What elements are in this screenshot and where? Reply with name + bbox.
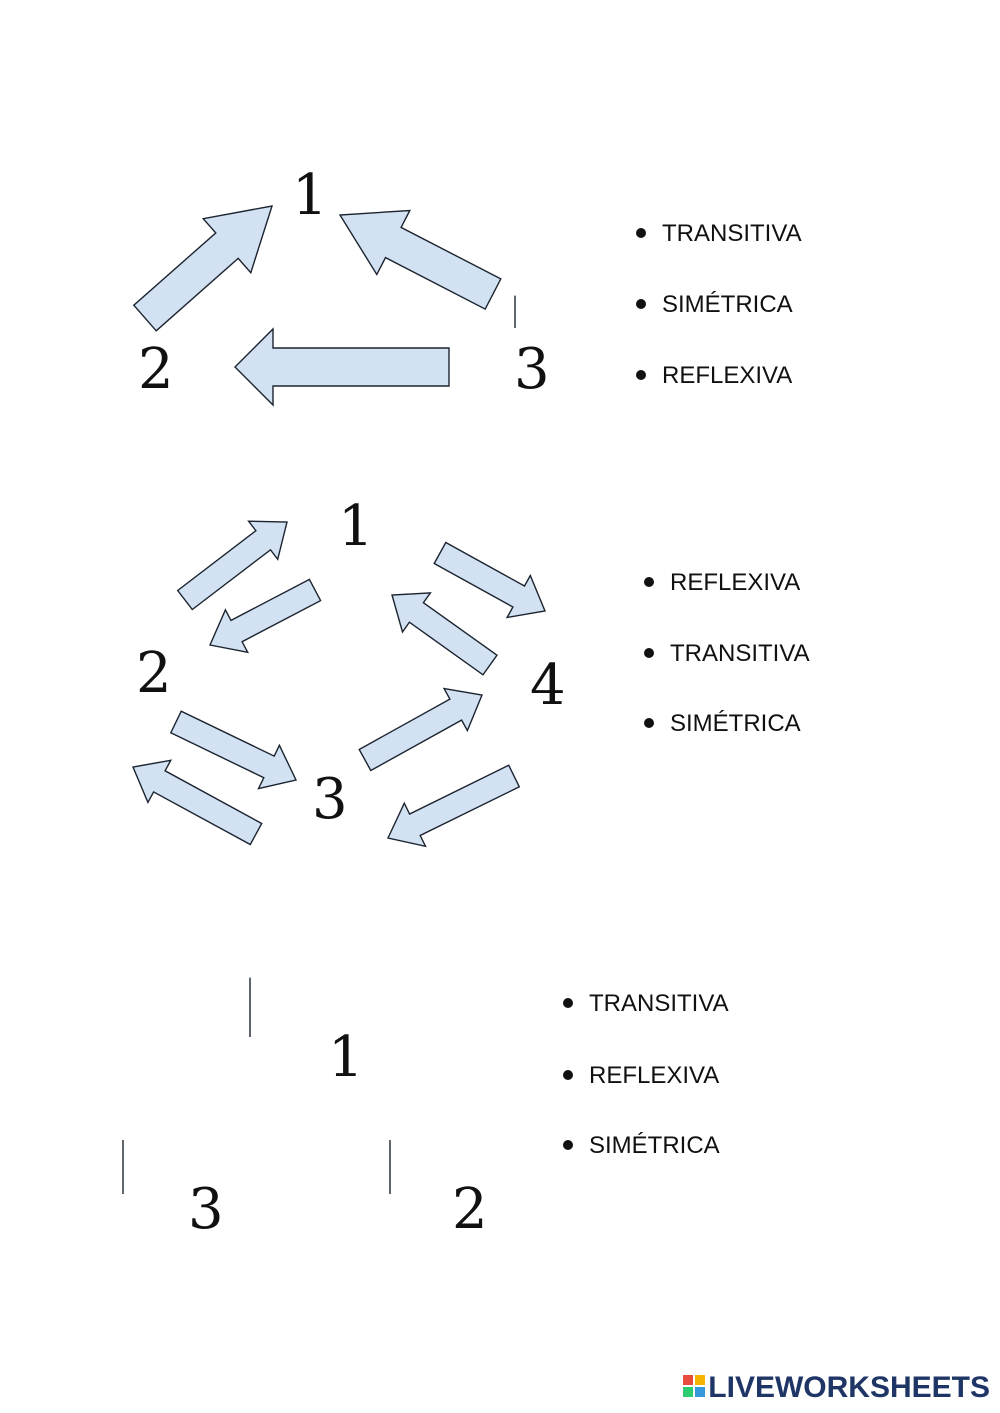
option-reflexiva[interactable]: REFLEXIVA bbox=[636, 362, 792, 390]
arrow-3-to-2 bbox=[132, 759, 263, 846]
node-label-1: 1 bbox=[328, 1025, 364, 1090]
node-label-3: 3 bbox=[312, 767, 348, 832]
arrow-3-to-4 bbox=[358, 687, 483, 772]
node-label-2: 2 bbox=[138, 337, 174, 402]
option-label: SIMÉTRICA bbox=[662, 291, 793, 318]
diagram-1: 1 2 3 bbox=[132, 163, 550, 407]
option-label: TRANSITIVA bbox=[662, 220, 802, 247]
bullet-icon bbox=[563, 997, 573, 1008]
bullet-icon bbox=[644, 647, 654, 658]
arrow-2-to-1 bbox=[176, 520, 288, 611]
arrow-3-to-2 bbox=[234, 327, 450, 407]
bullet-icon bbox=[636, 298, 646, 309]
diagram-2: 1 2 3 4 bbox=[132, 494, 566, 848]
option-simetrica[interactable]: SIMÉTRICA bbox=[636, 291, 793, 319]
node-label-1: 1 bbox=[292, 163, 328, 228]
arrow-1-to-2 bbox=[209, 578, 322, 654]
arrow-4-to-3 bbox=[386, 764, 521, 848]
bullet-icon bbox=[636, 369, 646, 380]
arrow-1-to-4 bbox=[433, 541, 546, 619]
option-transitiva[interactable]: TRANSITIVA bbox=[644, 640, 810, 668]
option-label: REFLEXIVA bbox=[662, 362, 793, 389]
node-label-2: 2 bbox=[452, 1177, 488, 1242]
node-label-3: 3 bbox=[514, 337, 550, 402]
node-label-1: 1 bbox=[338, 494, 374, 559]
brand-name: LIVEWORKSHEETS bbox=[708, 1371, 990, 1404]
option-label: TRANSITIVA bbox=[670, 640, 810, 667]
option-reflexiva[interactable]: REFLEXIVA bbox=[563, 1062, 719, 1090]
option-simetrica[interactable]: SIMÉTRICA bbox=[644, 710, 801, 738]
arrow-2-to-1 bbox=[132, 205, 274, 332]
arrow-3-to-1 bbox=[338, 209, 502, 311]
option-label: TRANSITIVA bbox=[589, 990, 729, 1017]
option-label: SIMÉTRICA bbox=[589, 1132, 720, 1159]
option-label: REFLEXIVA bbox=[589, 1062, 720, 1089]
liveworksheets-logo-icon bbox=[683, 1375, 706, 1398]
bullet-icon bbox=[636, 227, 646, 238]
node-label-2: 2 bbox=[136, 641, 172, 706]
bullet-icon bbox=[644, 576, 654, 587]
option-label: SIMÉTRICA bbox=[670, 710, 801, 737]
node-label-4: 4 bbox=[530, 653, 566, 718]
bullet-icon bbox=[563, 1069, 573, 1080]
arrow-4-to-1 bbox=[391, 592, 498, 676]
option-reflexiva[interactable]: REFLEXIVA bbox=[644, 569, 800, 597]
option-label: REFLEXIVA bbox=[670, 569, 801, 596]
bullet-icon bbox=[644, 717, 654, 728]
liveworksheets-logo: LIVEWORKSHEETS bbox=[683, 1371, 990, 1405]
option-transitiva[interactable]: TRANSITIVA bbox=[563, 990, 729, 1018]
diagram-3: 1 3 2 bbox=[122, 977, 488, 1242]
node-label-3: 3 bbox=[188, 1177, 224, 1242]
option-transitiva[interactable]: TRANSITIVA bbox=[636, 220, 802, 248]
bullet-icon bbox=[563, 1139, 573, 1150]
arrow-2-to-3 bbox=[169, 710, 298, 790]
option-simetrica[interactable]: SIMÉTRICA bbox=[563, 1132, 720, 1160]
